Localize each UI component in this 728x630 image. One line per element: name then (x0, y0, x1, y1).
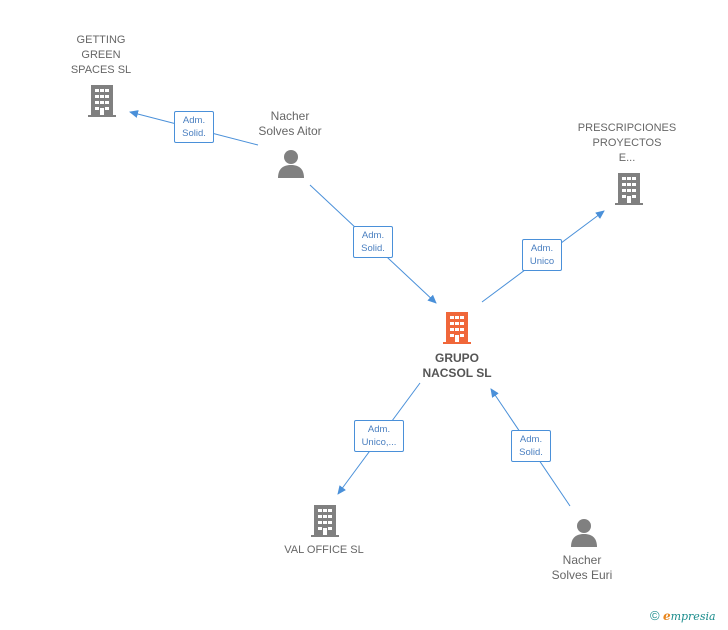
edge-label-line: Adm. (361, 230, 385, 241)
label-line: Nacher (270, 109, 310, 123)
edge-label-line: Solid. (361, 243, 385, 254)
label-line: E... (618, 152, 636, 164)
copyright-symbol: © (650, 608, 660, 623)
building-icon[interactable] (86, 84, 118, 118)
label-line: Solves Aitor (258, 124, 322, 138)
node-label-nacher-euri[interactable]: Nacher Solves Euri (552, 553, 613, 583)
edge-label-line: Unico (529, 256, 555, 267)
label-line: GRUPO (434, 351, 479, 365)
edge-label-aitor-getting-green[interactable]: Adm. Solid. (174, 111, 214, 143)
brand-logo-text: mpresia (670, 610, 716, 623)
label-line: GREEN (81, 49, 121, 61)
node-label-grupo-nacsol[interactable]: GRUPO NACSOL SL (422, 351, 491, 381)
person-icon[interactable] (569, 517, 599, 547)
edge-label-line: Unico,... (361, 437, 397, 448)
edge-label-grupo-val-office[interactable]: Adm. Unico,... (354, 420, 404, 452)
edge-label-line: Solid. (182, 128, 206, 139)
building-icon[interactable] (613, 172, 645, 206)
label-line: PRESCRIPCIONES (577, 122, 677, 134)
edge-label-aitor-grupo[interactable]: Adm. Solid. (353, 226, 393, 258)
label-line: SPACES SL (70, 64, 132, 76)
label-line: Nacher (562, 553, 602, 567)
node-label-nacher-aitor[interactable]: Nacher Solves Aitor (258, 109, 321, 139)
edge-label-line: Adm. (367, 424, 391, 435)
label-line: Solves Euri (551, 568, 613, 582)
brand-footer: © empresia (650, 608, 716, 623)
building-icon-main[interactable] (441, 311, 473, 345)
building-icon[interactable] (309, 504, 341, 538)
label-line: GETTING (76, 34, 126, 46)
label-line: NACSOL SL (422, 366, 492, 380)
edge-label-grupo-prescripciones[interactable]: Adm. Unico (522, 239, 562, 271)
node-label-prescripciones[interactable]: PRESCRIPCIONES PROYECTOS E... (578, 121, 676, 166)
brand-logo-e: e (662, 609, 671, 623)
node-label-val-office[interactable]: VAL OFFICE SL (284, 543, 363, 558)
label-line: VAL OFFICE SL (284, 544, 364, 556)
label-line: PROYECTOS (592, 137, 662, 149)
edge-label-line: Solid. (519, 447, 543, 458)
edge-label-euri-grupo[interactable]: Adm. Solid. (511, 430, 551, 462)
edge-label-line: Adm. (530, 243, 554, 254)
person-icon[interactable] (276, 148, 306, 178)
edge-label-line: Adm. (519, 434, 543, 445)
edge-label-line: Adm. (182, 115, 206, 126)
node-label-getting-green[interactable]: GETTING GREEN SPACES SL (71, 33, 131, 78)
